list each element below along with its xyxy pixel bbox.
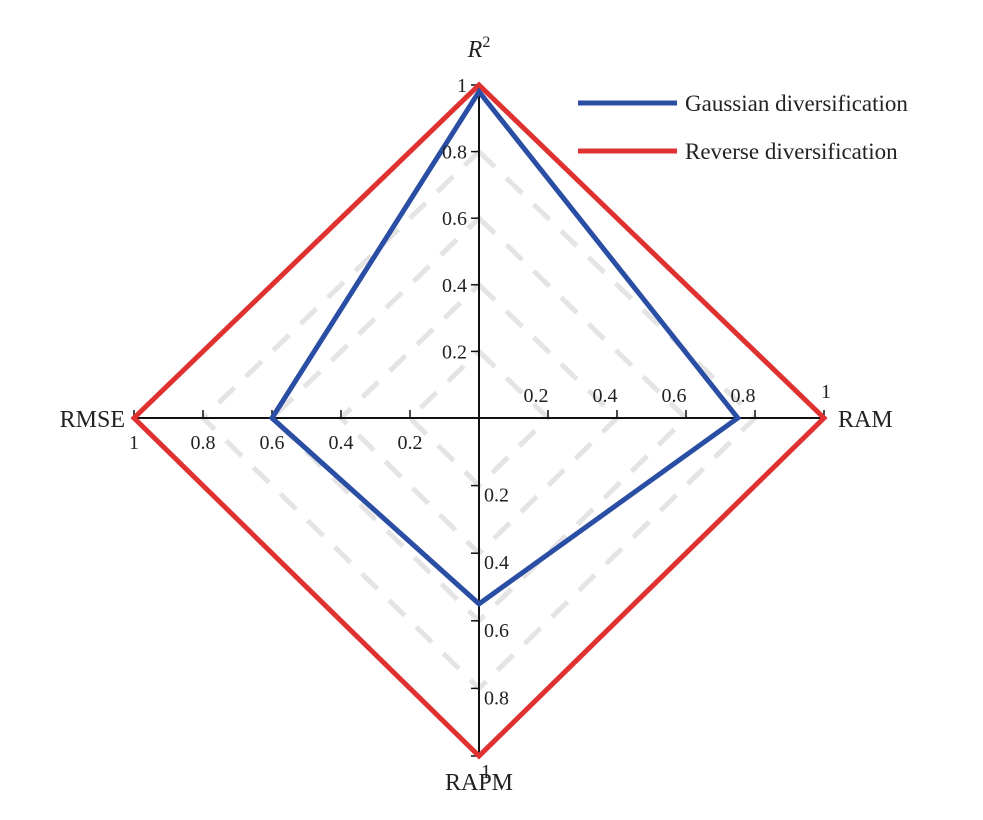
- tick-label-r2-2: 0.4: [442, 275, 467, 297]
- tick-label-rapm-2: 0.4: [484, 552, 509, 574]
- axis-label-r2-superscript: 2: [482, 34, 490, 51]
- tick-label-rapm-5: 1: [481, 761, 491, 783]
- tick-label-rapm-4: 0.8: [484, 687, 509, 709]
- tick-label-r2-4: 0.8: [442, 142, 467, 164]
- tick-label-ram-1: 0.2: [524, 385, 549, 407]
- series-layer: [130, 81, 828, 760]
- tick-label-rmse-1: 0.2: [398, 432, 423, 454]
- tick-label-rapm-1: 0.2: [484, 485, 509, 507]
- series-1-polygon: [268, 87, 742, 608]
- tick-label-ram-3: 0.6: [662, 385, 687, 407]
- tick-label-r2-5: 1: [457, 75, 467, 97]
- legend-label-2: Reverse diversification: [685, 139, 898, 164]
- label-layer: 0.2 0.2 0.2 0.2 0.4 0.4 0.4 0.4 0.6 0.6 0.6 0.6 0.8 0…: [60, 34, 893, 796]
- series-2-polygon: [130, 81, 828, 760]
- axis-label-r2: R2: [467, 34, 491, 63]
- tick-label-ram-2: 0.4: [593, 385, 618, 407]
- axis-label-ram-text: RAM: [838, 407, 893, 433]
- tick-label-ram-4: 0.8: [731, 385, 756, 407]
- axis-layer: [133, 84, 825, 757]
- axis-label-rapm: RAPM: [445, 770, 513, 796]
- tick-label-rapm-3: 0.6: [484, 620, 509, 642]
- axis-label-r2-text: R: [467, 37, 483, 63]
- tick-label-rmse-5: 1: [129, 432, 139, 454]
- tick-label-r2-1: 0.2: [442, 341, 467, 363]
- axis-label-rmse-text: RMSE: [60, 407, 125, 433]
- axis-label-ram: RAM: [838, 407, 893, 433]
- tick-label-rmse-2: 0.4: [329, 432, 354, 454]
- tick-label-r2-3: 0.6: [442, 208, 467, 230]
- axis-label-rmse: RMSE: [60, 407, 125, 433]
- axis-label-rapm-text: RAPM: [445, 770, 513, 796]
- tick-label-ram-5: 1: [821, 381, 831, 403]
- tick-label-rmse-4: 0.8: [191, 432, 216, 454]
- tick-label-rmse-3: 0.6: [260, 432, 285, 454]
- legend-label-1: Gaussian diversification: [685, 91, 908, 116]
